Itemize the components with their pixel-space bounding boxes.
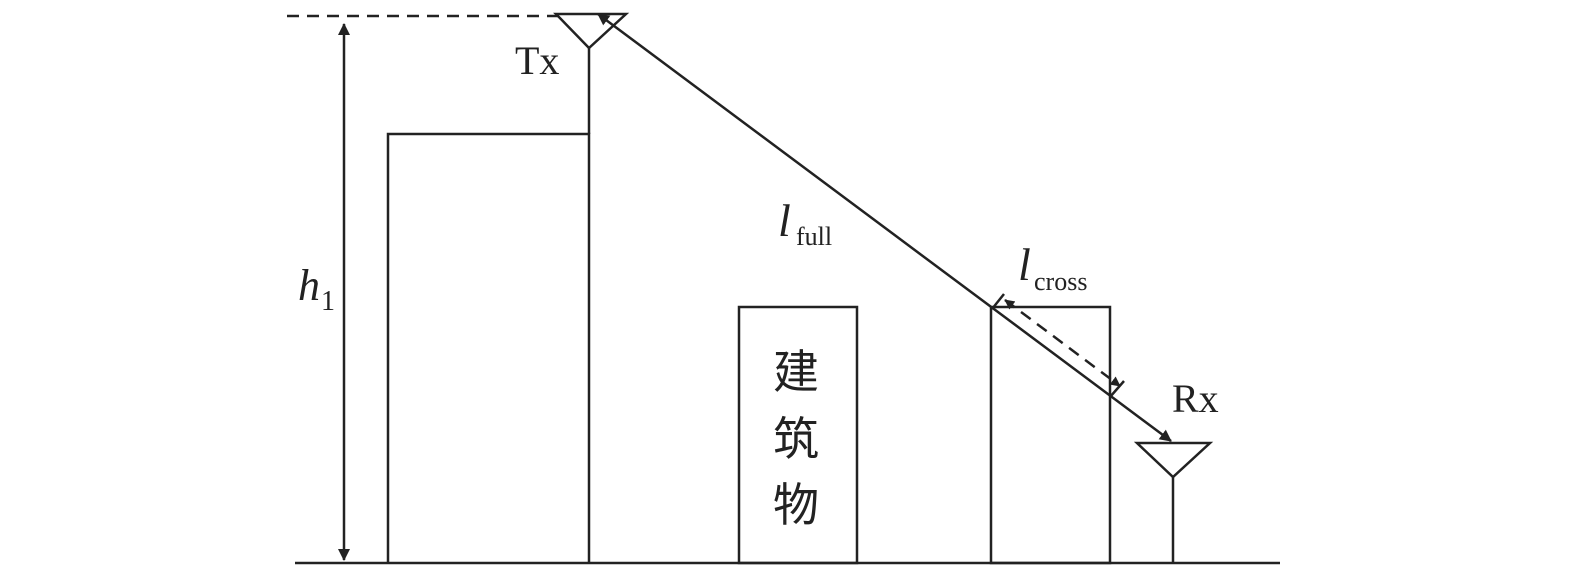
penetrated-building [989, 305, 1112, 565]
cross-path-end-tick [1109, 380, 1125, 398]
tx-label: Tx [515, 38, 559, 83]
building-char-3: 物 [773, 478, 819, 532]
height-label: h [298, 261, 320, 310]
rx-label: Rx [1172, 376, 1219, 421]
height-label-subscript: 1 [321, 286, 335, 317]
rx-antenna-icon [1133, 441, 1214, 479]
cross-path-start-tick [991, 293, 1005, 310]
cross-path-label: l [1018, 239, 1031, 290]
full-path-label: l [778, 195, 791, 246]
cross-path-label-subscript: cross [1034, 267, 1087, 296]
building-char-1: 建 [773, 345, 819, 399]
cross-path-dashed-arrow [1004, 298, 1121, 388]
tx-antenna-icon [553, 12, 630, 50]
full-path-ray [597, 12, 1172, 443]
tx-building [386, 132, 591, 563]
full-path-label-subscript: full [796, 222, 832, 251]
building-char-2: 筑 [773, 412, 819, 466]
